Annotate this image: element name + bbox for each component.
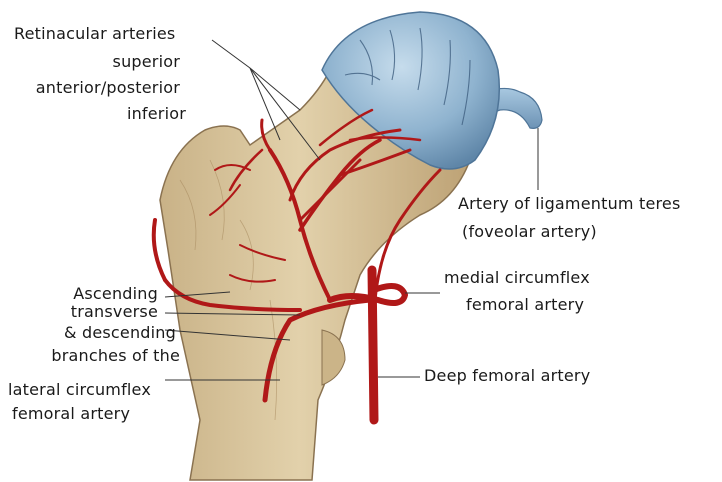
- label-retinacular-ant-post: anterior/posterior: [22, 78, 180, 98]
- label-ligamentum-teres: Artery of ligamentum teres: [458, 194, 681, 214]
- label-foveolar-artery: (foveolar artery): [462, 222, 597, 242]
- label-retinacular-superior: superior: [108, 52, 180, 72]
- label-medial-circumflex-femoral: femoral artery: [466, 295, 584, 315]
- label-transverse: transverse: [40, 302, 158, 322]
- label-descending: & descending: [40, 323, 176, 343]
- label-lateral-circumflex: lateral circumflex: [8, 380, 151, 400]
- label-ascending: Ascending: [40, 284, 158, 304]
- label-retinacular-title: Retinacular arteries: [14, 24, 175, 44]
- label-deep-femoral-artery: Deep femoral artery: [424, 366, 590, 386]
- label-lateral-circumflex-femoral: femoral artery: [12, 404, 130, 424]
- label-branches-of-the: branches of the: [20, 346, 180, 366]
- lesser-trochanter: [322, 330, 345, 385]
- label-retinacular-inferior: inferior: [108, 104, 186, 124]
- label-medial-circumflex: medial circumflex: [444, 268, 590, 288]
